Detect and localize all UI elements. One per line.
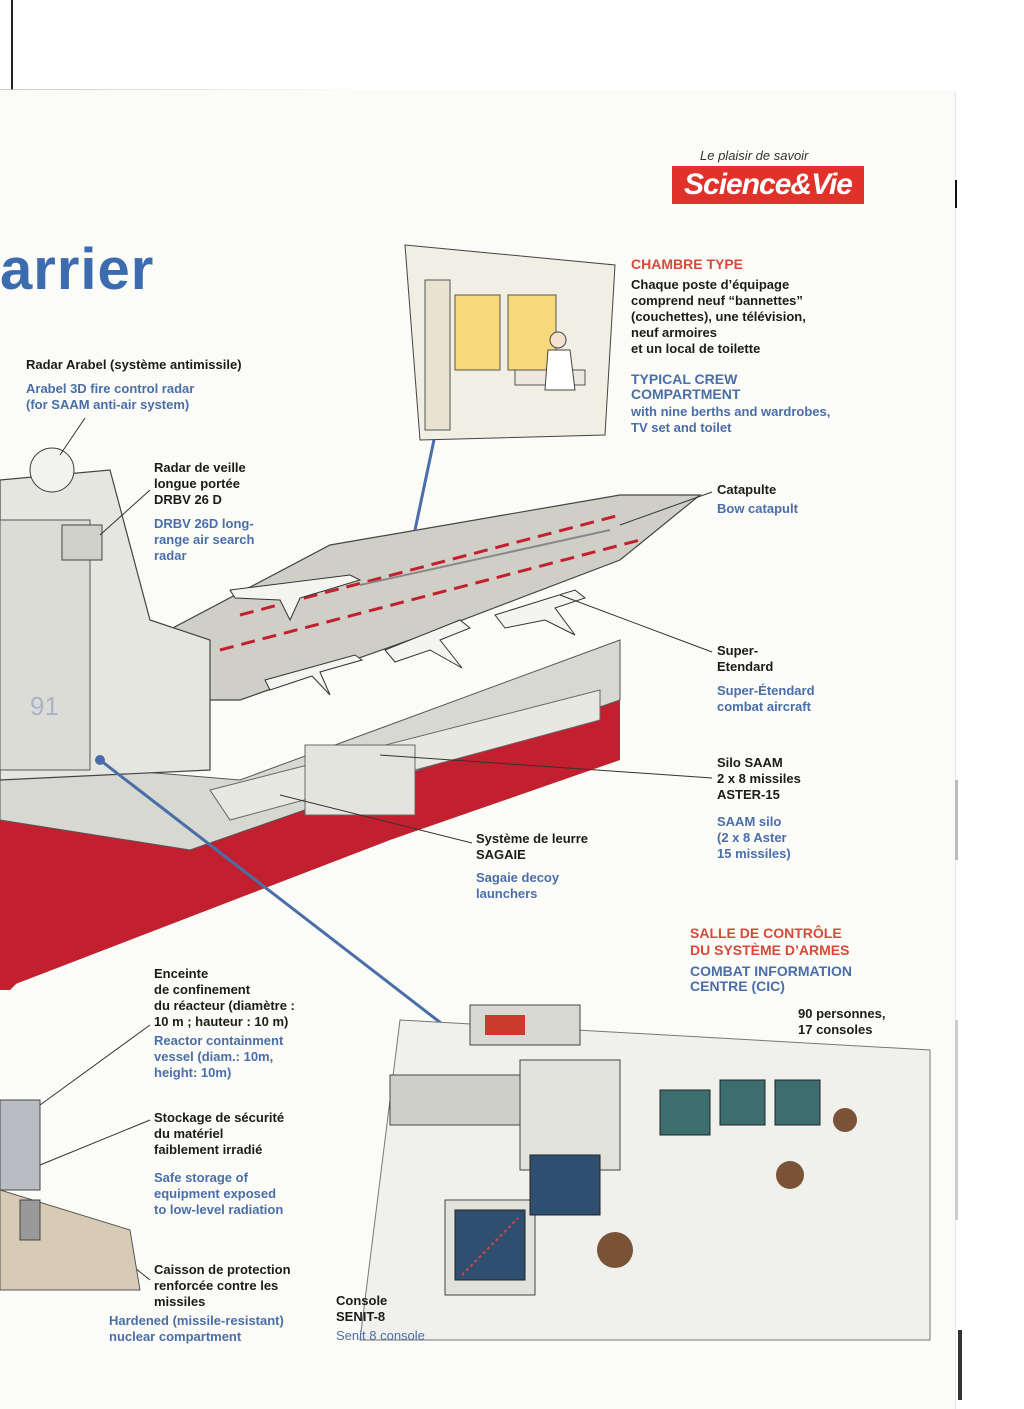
page-title: arrier: [0, 237, 155, 302]
hull: [0, 700, 620, 990]
logo-tagline: Le plaisir de savoir: [700, 148, 809, 163]
svg-text:91: 91: [30, 691, 59, 721]
label-console-en: Senit 8 console: [336, 1328, 425, 1343]
label-enceinte-fr: Enceinte de confinement du réacteur (dia…: [154, 966, 295, 1029]
label-arabel-fr: Radar Arabel (système antimissile): [26, 357, 242, 372]
label-silo-fr: Silo SAAM 2 x 8 missiles ASTER-15: [717, 755, 801, 802]
label-caisson-en: Hardened (missile-resistant) nuclear com…: [109, 1313, 284, 1344]
chambre-heading-en: TYPICAL CREW COMPARTMENT: [631, 371, 741, 402]
label-stockage-fr: Stockage de sécurité du matériel faiblem…: [154, 1110, 285, 1157]
salle-heading: SALLE DE CONTRÔLE DU SYSTÈME D’ARMES: [690, 925, 850, 958]
label-superetendard-en: Super-Étendard combat aircraft: [717, 683, 815, 714]
salle-fr: 90 personnes, 17 consoles: [798, 1006, 886, 1037]
label-sagaie-en: Sagaie decoy launchers: [476, 870, 560, 901]
label-drbv-fr: Radar de veille longue portée DRBV 26 D: [154, 460, 246, 507]
label-superetendard-fr: Super- Etendard: [717, 643, 774, 674]
crew-room-illustration: [404, 244, 616, 441]
label-stockage-en: Safe storage of equipment exposed to low…: [154, 1170, 284, 1217]
label-catapulte-fr: Catapulte: [717, 482, 777, 497]
label-silo-en: SAAM silo (2 x 8 Aster 15 missiles): [717, 814, 791, 861]
label-caisson-fr: Caisson de protection renforcée contre l…: [154, 1262, 291, 1309]
label-arabel-en: Arabel 3D fire control radar (for SAAM a…: [26, 381, 195, 412]
label-sagaie-fr: Système de leurre SAGAIE: [476, 831, 589, 862]
chambre-en: with nine berths and wardrobes, TV set a…: [631, 404, 831, 435]
science-vie-logo: Science&Vie: [672, 166, 864, 204]
chambre-fr: Chaque poste d’équipage comprend neuf “b…: [631, 277, 806, 356]
label-drbv-en: DRBV 26D long- range air search radar: [154, 516, 255, 563]
cic-room-illustration: [359, 1004, 931, 1341]
reactor-vessel-illustration: [0, 1099, 141, 1291]
label-catapulte-en: Bow catapult: [717, 501, 798, 516]
label-console-fr: Console SENIT-8: [336, 1293, 388, 1324]
chambre-heading: CHAMBRE TYPE: [631, 256, 744, 272]
salle-heading-en: COMBAT INFORMATION CENTRE (CIC): [690, 963, 853, 994]
label-enceinte-en: Reactor containment vessel (diam.: 10m, …: [154, 1033, 284, 1080]
